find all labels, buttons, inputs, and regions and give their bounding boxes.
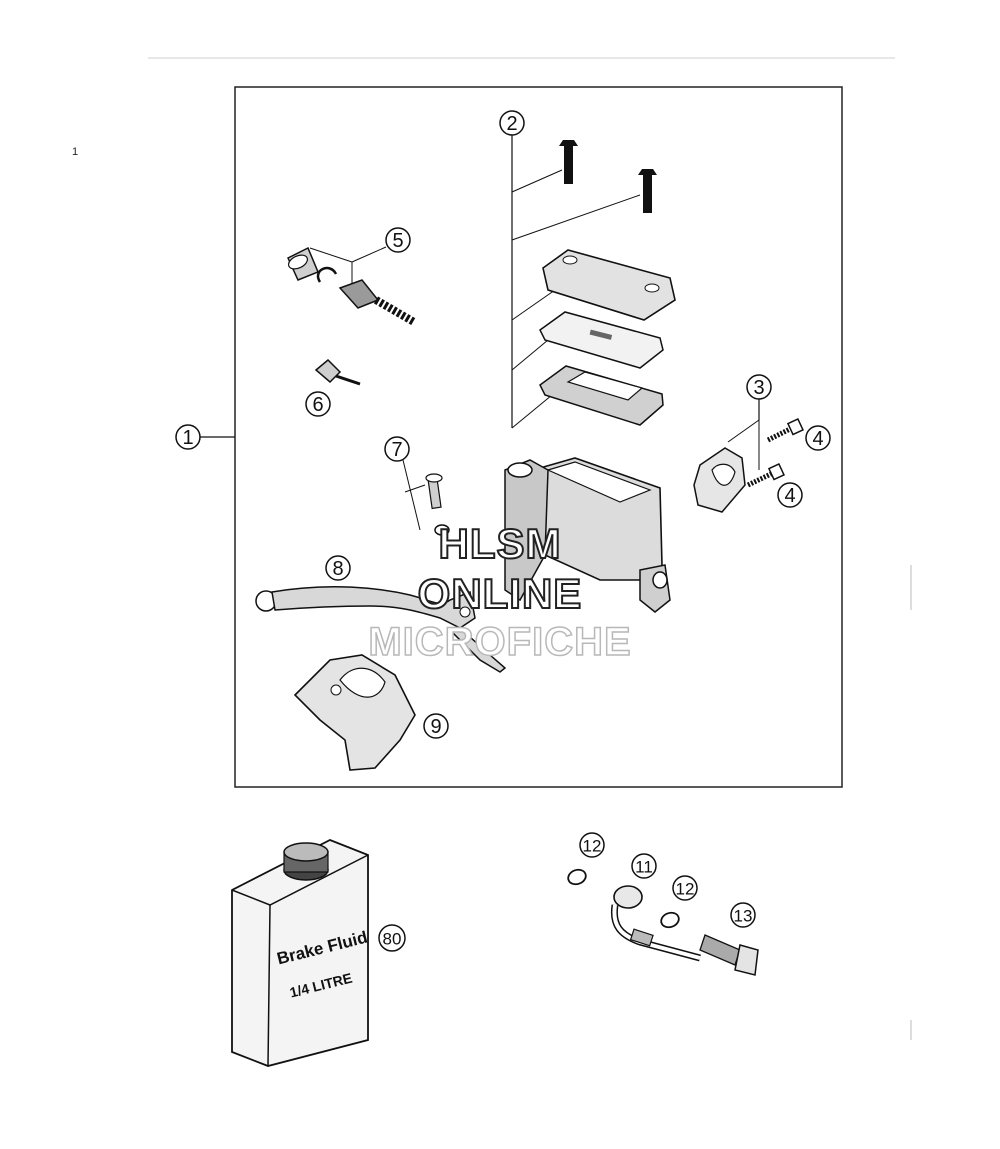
callout-6[interactable]: 6 (305, 391, 331, 417)
adjuster-screw (314, 358, 361, 386)
brake-fluid-bottle (231, 839, 369, 1067)
master-cylinder-body (504, 457, 671, 613)
circlip (316, 266, 338, 283)
callout-5[interactable]: 5 (309, 227, 411, 285)
svg-text:12: 12 (583, 837, 602, 856)
callout-1[interactable]: 1 (175, 424, 235, 450)
watermark-line-2: ONLINE (417, 569, 583, 618)
svg-text:11: 11 (635, 858, 653, 877)
reservoir-gasket (539, 365, 664, 426)
svg-text:7: 7 (391, 439, 402, 461)
callout-12-left[interactable]: 12 (579, 832, 605, 858)
callout-4-lower[interactable]: 4 (777, 482, 803, 508)
brake-lever (255, 585, 507, 673)
callout-8[interactable]: 8 (325, 555, 351, 581)
callout-4-upper[interactable]: 4 (805, 425, 831, 451)
svg-text:80: 80 (383, 930, 402, 949)
handlebar-clamp (693, 447, 746, 513)
callout-3[interactable]: 3 (727, 374, 772, 470)
reservoir-plate (539, 311, 664, 369)
reservoir-screw-right (638, 169, 657, 213)
brake-hose-banjo (610, 885, 701, 962)
pivot-bolt (425, 473, 450, 536)
callout-2[interactable]: 2 (499, 110, 641, 429)
svg-text:5: 5 (392, 230, 403, 252)
watermark-line-3: MICROFICHE (368, 619, 632, 665)
svg-text:2: 2 (506, 113, 517, 135)
lever-guard (293, 654, 416, 771)
reservoir-cover (542, 249, 676, 321)
sealing-washer-right (660, 911, 680, 929)
callout-9[interactable]: 9 (423, 713, 449, 739)
clamp-bolt-upper (766, 418, 804, 443)
clamp-bolt-lower (746, 463, 785, 488)
reservoir-screw-left (559, 140, 578, 184)
sealing-washer-left (567, 868, 587, 886)
svg-text:9: 9 (430, 716, 441, 738)
svg-text:6: 6 (312, 394, 323, 416)
callout-7[interactable]: 7 (384, 436, 426, 531)
banjo-bolt (699, 934, 759, 976)
callout-12-right[interactable]: 12 (672, 875, 698, 901)
svg-text:4: 4 (812, 428, 823, 450)
svg-text:4: 4 (784, 485, 795, 507)
page-marker: 1 (72, 146, 79, 158)
callout-80[interactable]: 80 (378, 924, 406, 952)
svg-text:13: 13 (734, 907, 753, 926)
svg-text:1: 1 (182, 427, 193, 449)
svg-text:12: 12 (676, 880, 695, 899)
piston-boot (287, 246, 319, 281)
svg-text:3: 3 (753, 377, 764, 399)
watermark-line-1: HLSM (438, 519, 562, 568)
piston-spring (338, 279, 417, 326)
svg-text:8: 8 (332, 558, 343, 580)
callout-11[interactable]: 11 (631, 853, 657, 879)
callout-13[interactable]: 13 (730, 902, 756, 928)
